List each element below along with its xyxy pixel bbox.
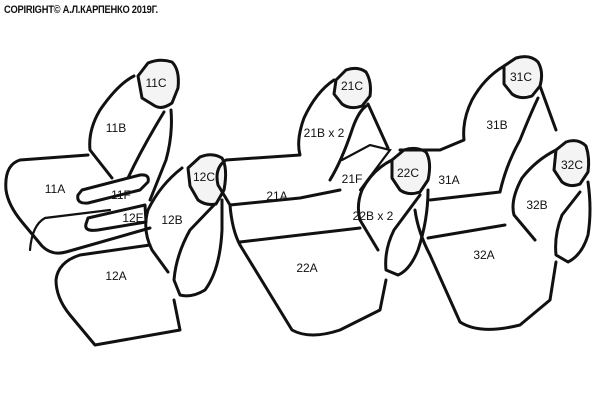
label-32A: 32A [473,248,494,262]
label-12E: 12E [122,211,143,225]
label-21C: 21C [341,79,363,93]
part-12A-outline [54,243,182,347]
copyright-text: COPIRIGHT© А.Л.КАРПЕНКО 2019Г. [4,4,158,16]
middle-bench [215,66,432,337]
part-21-backrest [215,78,390,207]
part-31-backrest [398,64,558,202]
part-11A-outline [4,153,152,255]
label-12B: 12B [161,213,182,227]
label-11A: 11A [45,182,65,196]
label-11C: 11C [145,76,166,90]
label-31A: 31A [438,173,459,187]
front-seat-1 [4,58,180,255]
label-11F: 11F [111,188,131,202]
label-22B: 22B x 2 [353,209,394,223]
label-31C: 31C [510,70,532,84]
rear-bench [398,55,592,331]
part-labels: 11C 11B 11A 11F 12E 12C 12B 12A 21C 21B … [45,70,584,283]
label-32C: 32C [561,158,583,172]
part-11F-armrest [76,173,150,205]
label-11B: 11B [106,121,126,135]
part-11C-headrest [136,58,180,109]
part-12C-headrest [186,153,228,206]
label-22C: 22C [397,166,419,180]
part-22A-outline [228,203,388,337]
part-11B-outline [88,74,173,202]
label-32B: 32B [526,198,547,212]
label-21F: 21F [342,172,363,186]
part-32B-outline [511,148,592,264]
part-31C-headrest [502,55,544,100]
part-32A-outline [413,208,558,331]
label-22A: 22A [296,261,317,275]
label-21B: 21B x 2 [304,126,345,140]
part-22B-outline [356,158,430,277]
part-11A-lower [28,208,112,252]
label-12C: 12C [193,170,215,184]
label-12A: 12A [105,269,126,283]
front-seat-2 [54,153,228,347]
label-21A: 21A [266,189,287,203]
part-21C-headrest [332,66,372,110]
part-12E-armrest [84,203,148,232]
label-31B: 31B [486,118,507,132]
part-32C-headrest [552,139,591,188]
part-12B-outline [144,166,224,298]
part-22C-headrest [390,146,432,196]
